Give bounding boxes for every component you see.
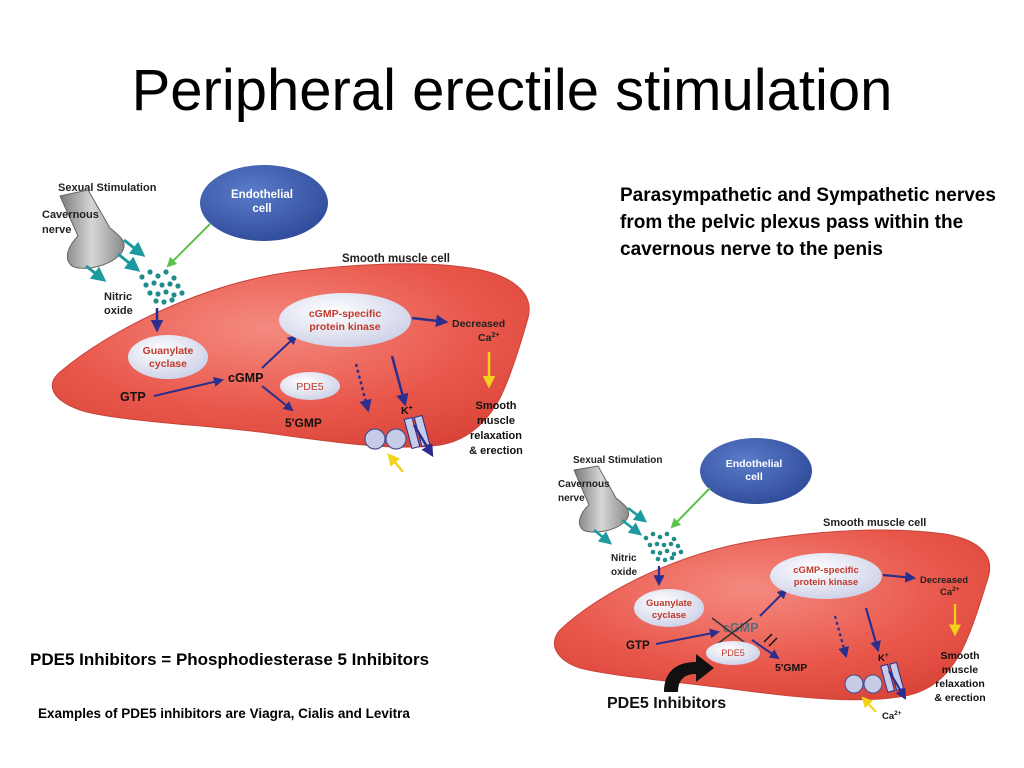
kinase-to-calcium-arrow [882,571,917,583]
calcium-bottom-label: Ca2+ [882,710,902,722]
smooth-muscle-cell-label: Smooth muscle cell [823,517,926,529]
endothelial-cell-shape [700,438,812,504]
5gmp-label: 5'GMP [775,662,807,674]
diagram-2: Smooth muscle cell Sexual Stimulation Ca… [554,438,991,722]
nitric-label: Nitric [611,553,637,564]
cgmp-to-kinase-arrow [261,334,298,369]
cgmp-specific-label: cGMP-specific [793,565,858,576]
kinase-to-potassium-channel-arrow [864,607,881,653]
potassium-channel-icon [403,414,434,458]
diagram-1: Smooth muscle cell Sexual Stimulation Ca… [42,165,530,473]
cgmp-label: cGMP [723,621,758,635]
calcium-influx-arrow [861,696,877,713]
calcium-channel-icon [364,428,386,450]
nitric-label: Nitric [104,291,132,303]
5gmp-label: 5'GMP [285,416,322,430]
endothelial-no-arrow [670,487,711,529]
gtp-to-cgmp-arrow [153,376,224,397]
cell-label: cell [252,203,271,215]
cavernous-nerve-icon [573,465,630,533]
nerve-release-arrow [621,518,643,536]
cgmp-specific-label: cGMP-specific [309,308,382,320]
kinase-to-potassium-channel-arrow [390,355,409,407]
pde5-label: PDE5 [721,648,745,658]
pde5-inhibitors-label: PDE5 Inhibitors [607,695,726,712]
cavernous-nerve-note: Parasympathetic and Sympathetic nerves f… [620,185,996,260]
calcium-influx-arrow [387,453,404,473]
protein-kinase-label: protein kinase [794,577,858,588]
decreased-label: Decreased [452,318,505,330]
nerve-label: nerve [42,224,71,236]
gtp-label: GTP [120,390,146,404]
smooth-muscle-cell-shape [51,263,530,448]
muscle-label: muscle [942,664,978,676]
nitric-oxide-dots [139,269,185,305]
cyclase-label: cyclase [149,358,187,370]
oxide-label: oxide [611,567,638,578]
endothelial-cell-shape [200,165,328,241]
smooth-label: Smooth [476,400,517,412]
cavernous-label: Cavernous [42,209,99,221]
decreased-label: Decreased [920,575,968,586]
guanylate-label: Guanylate [646,598,692,609]
cgmp-label: cGMP [228,371,263,385]
nerve-release-arrow [123,238,146,257]
smooth-label: Smooth [940,650,979,662]
protein-kinase-label: protein kinase [309,321,380,333]
kinase-to-calcium-arrow [411,314,449,328]
cgmp-to-kinase-arrow [759,588,788,617]
slide-title: Peripheral erectile stimulation [131,58,893,123]
guanylate-cyclase-shape [634,589,704,627]
calcium-label: Ca2+ [478,332,499,344]
pde5-definition: PDE5 Inhibitors = Phosphodiesterase 5 In… [30,650,430,669]
potassium-label: K+ [878,652,889,664]
erection-label: & erection [469,445,523,457]
sexual-stimulation-label: Sexual Stimulation [573,455,662,466]
pde5-examples: Examples of PDE5 inhibitors are Viagra, … [38,706,410,721]
protein-kinase-shape [279,293,411,347]
endothelial-label: Endothelial [231,189,293,201]
guanylate-label: Guanylate [143,345,194,357]
pde5-shape [280,372,340,400]
erection-label: & erection [934,692,985,704]
endothelial-no-arrow [166,223,211,268]
nerve-release-arrow [627,506,648,523]
relaxation-label: relaxation [470,430,522,442]
kinase-to-calcium-channel-arrow [833,615,849,659]
protein-kinase-shape [770,553,882,599]
curved-inhibitor-arrow-icon [664,654,714,692]
cavernous-label: Cavernous [558,479,610,490]
smooth-muscle-cell-label: Smooth muscle cell [342,253,450,265]
nitric-oxide-dots [643,531,684,563]
cgmp-to-5gmp-arrow [261,385,294,412]
gtp-to-cgmp-arrow [655,628,720,645]
potassium-label: K+ [401,405,413,417]
nerve-release-arrow [85,264,107,282]
potassium-channel-icon [880,661,907,700]
calcium-channel-icon [863,674,883,694]
nerve-release-arrow [593,528,613,545]
muscle-label: muscle [477,415,515,427]
gtp-label: GTP [626,640,650,652]
pde5-label: PDE5 [296,381,324,393]
kinase-to-calcium-channel-arrow [354,363,372,413]
pde5-shape [706,641,760,665]
cavernous-nerve-icon [59,189,125,269]
nerve-release-arrow [117,252,141,272]
calcium-channel-icon [844,674,864,694]
cell-label: cell [745,471,763,483]
calcium-channel-icon [385,428,407,450]
nerve-label: nerve [558,493,585,504]
guanylate-cyclase-shape [128,335,208,379]
sexual-stimulation-label: Sexual Stimulation [58,182,157,194]
cyclase-label: cyclase [652,610,686,621]
endothelial-label: Endothelial [726,458,783,470]
calcium-label: Ca2+ [940,586,960,598]
blocked-pde5-arrow [751,633,780,660]
oxide-label: oxide [104,305,133,317]
relaxation-label: relaxation [935,678,985,690]
